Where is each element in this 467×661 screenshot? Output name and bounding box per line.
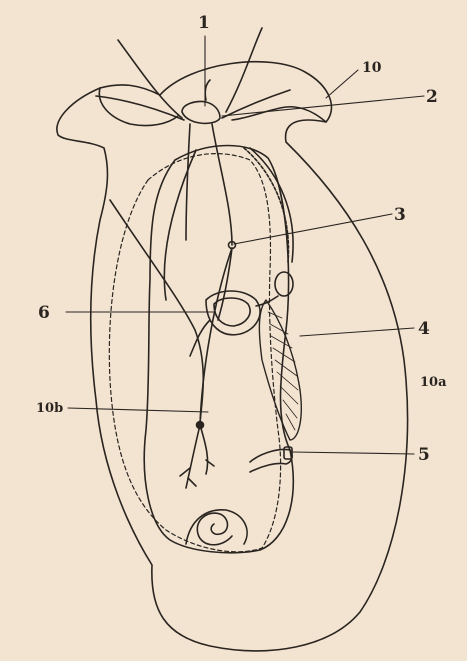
nerve-lower [200,248,232,425]
organ-6-inner [214,298,250,326]
oesophagus [186,124,190,240]
leader-10 [326,70,358,98]
label-10: 10 [362,60,382,76]
label-10b: 10b [36,401,63,416]
nerve-branch-sub1 [180,460,214,486]
label-3: 3 [394,205,406,225]
dashed-inner-boundary [109,154,280,552]
body-crossline-2 [164,150,196,300]
tentacle-right-outer [226,28,262,112]
nerve-cord-right [212,124,232,245]
tentacle-left-outer [118,40,182,118]
leader-4 [300,328,414,336]
spiral-shell-outer [186,510,247,544]
label-10a: 10a [420,375,447,390]
label-4: 4 [418,319,430,339]
nerve-down [218,248,232,320]
collar-left [99,88,178,126]
leader-2 [222,96,424,116]
label-2: 2 [426,87,438,107]
label-1: 1 [198,13,210,33]
mouth-tube [182,101,220,123]
small-organ [275,272,293,296]
nerve-branch-right [200,425,208,474]
leader-5 [292,452,414,454]
tentacle-top [205,80,210,100]
gill-4 [259,300,301,440]
leader-10b [68,408,208,412]
siphon-5 [250,450,292,473]
spiral-shell [197,513,232,545]
label-6: 6 [38,303,50,323]
label-5: 5 [418,445,430,465]
leader-3 [234,214,392,244]
